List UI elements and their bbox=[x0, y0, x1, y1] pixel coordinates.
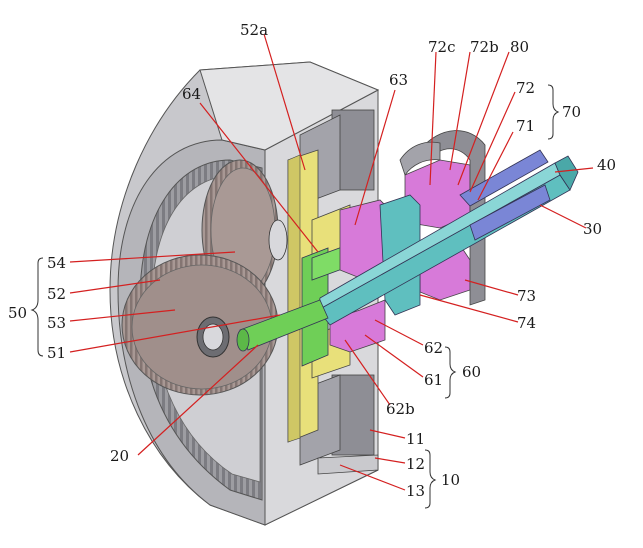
label-72: 72 bbox=[516, 80, 535, 96]
label-53: 53 bbox=[47, 315, 66, 331]
label-71: 71 bbox=[516, 118, 535, 134]
label-11: 11 bbox=[406, 431, 425, 447]
label-52a: 52a bbox=[240, 22, 268, 38]
label-10: 10 bbox=[441, 472, 460, 488]
label-13: 13 bbox=[406, 483, 425, 499]
label-64: 64 bbox=[182, 86, 201, 102]
label-30: 30 bbox=[583, 221, 602, 237]
label-63: 63 bbox=[389, 72, 408, 88]
label-72c: 72c bbox=[428, 39, 456, 55]
label-50: 50 bbox=[8, 305, 27, 321]
label-80: 80 bbox=[510, 39, 529, 55]
label-51: 51 bbox=[47, 345, 66, 361]
label-60: 60 bbox=[462, 364, 481, 380]
label-61: 61 bbox=[424, 372, 443, 388]
label-62b: 62b bbox=[386, 401, 415, 417]
label-20: 20 bbox=[110, 448, 129, 464]
label-54: 54 bbox=[47, 255, 66, 271]
label-70: 70 bbox=[562, 104, 581, 120]
label-74: 74 bbox=[517, 315, 536, 331]
label-40: 40 bbox=[597, 157, 616, 173]
label-12: 12 bbox=[406, 456, 425, 472]
label-72b: 72b bbox=[470, 39, 499, 55]
label-73: 73 bbox=[517, 288, 536, 304]
label-62: 62 bbox=[424, 340, 443, 356]
label-52: 52 bbox=[47, 286, 66, 302]
